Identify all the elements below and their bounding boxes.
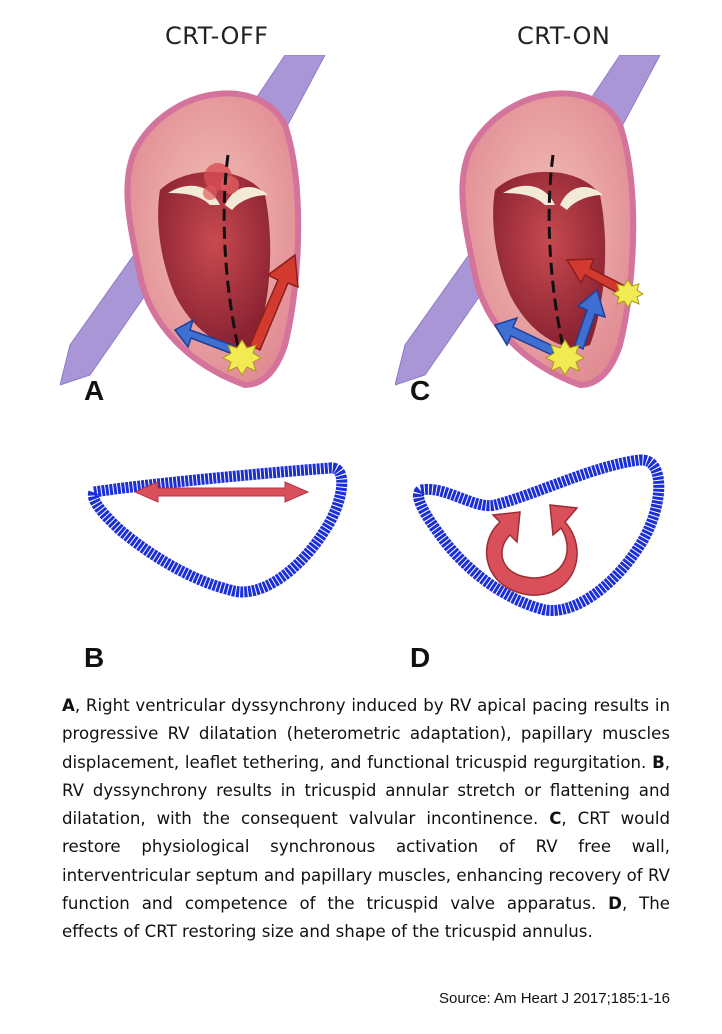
caption-text-b: , RV dyssynchrony results in tricuspid a… xyxy=(62,752,670,829)
circular-arrow xyxy=(485,504,579,596)
caption-letter-b: B xyxy=(652,752,665,772)
red-arrow xyxy=(565,258,625,294)
caption-letter-d: D xyxy=(608,894,622,914)
conduction-path xyxy=(222,154,240,348)
panel-label-c: C xyxy=(410,375,431,406)
annulus-illustration-crt-on xyxy=(413,454,665,617)
tricuspid-annulus xyxy=(413,454,665,617)
valve-leaflet xyxy=(560,186,603,210)
panel-label-d: D xyxy=(410,642,431,673)
tricuspid-annulus xyxy=(87,462,348,598)
blue-arrow xyxy=(173,318,233,355)
blue-arrow xyxy=(493,316,556,357)
caption-text-c: , CRT would restore physiological synchr… xyxy=(62,809,670,914)
heart-illustration-crt-off xyxy=(60,55,326,389)
figure-caption: A, Right ventricular dyssynchrony induce… xyxy=(62,692,670,947)
stretch-arrow xyxy=(133,481,310,503)
blue-arrow xyxy=(574,288,607,351)
rv-chamber xyxy=(158,171,271,348)
valve-leaflet xyxy=(225,186,268,210)
panel-label-a: A xyxy=(84,375,105,406)
caption-text-d: , The effects of CRT restoring size and … xyxy=(62,894,670,942)
caption-text-a: , Right ventricular dyssynchrony induced… xyxy=(62,696,670,772)
source-citation: Source: Am Heart J 2017;185:1-16 xyxy=(439,990,670,1007)
heart-illustration-crt-on xyxy=(395,55,661,389)
pacing-spark-lateral xyxy=(612,279,644,308)
conduction-path xyxy=(547,154,565,348)
header-crt-off: CRT-OFF xyxy=(165,22,269,50)
pacing-spark xyxy=(221,339,263,376)
caption-letter-a: A xyxy=(62,696,75,715)
rv-chamber xyxy=(493,171,606,348)
caption-letter-c: C xyxy=(549,809,562,829)
valve-leaflet xyxy=(503,185,555,205)
red-arrow xyxy=(249,253,299,352)
header-crt-on: CRT-ON xyxy=(517,22,611,50)
pacing-spark xyxy=(544,339,586,376)
annulus-illustration-crt-off xyxy=(87,462,348,598)
panel-label-b: B xyxy=(84,642,105,673)
